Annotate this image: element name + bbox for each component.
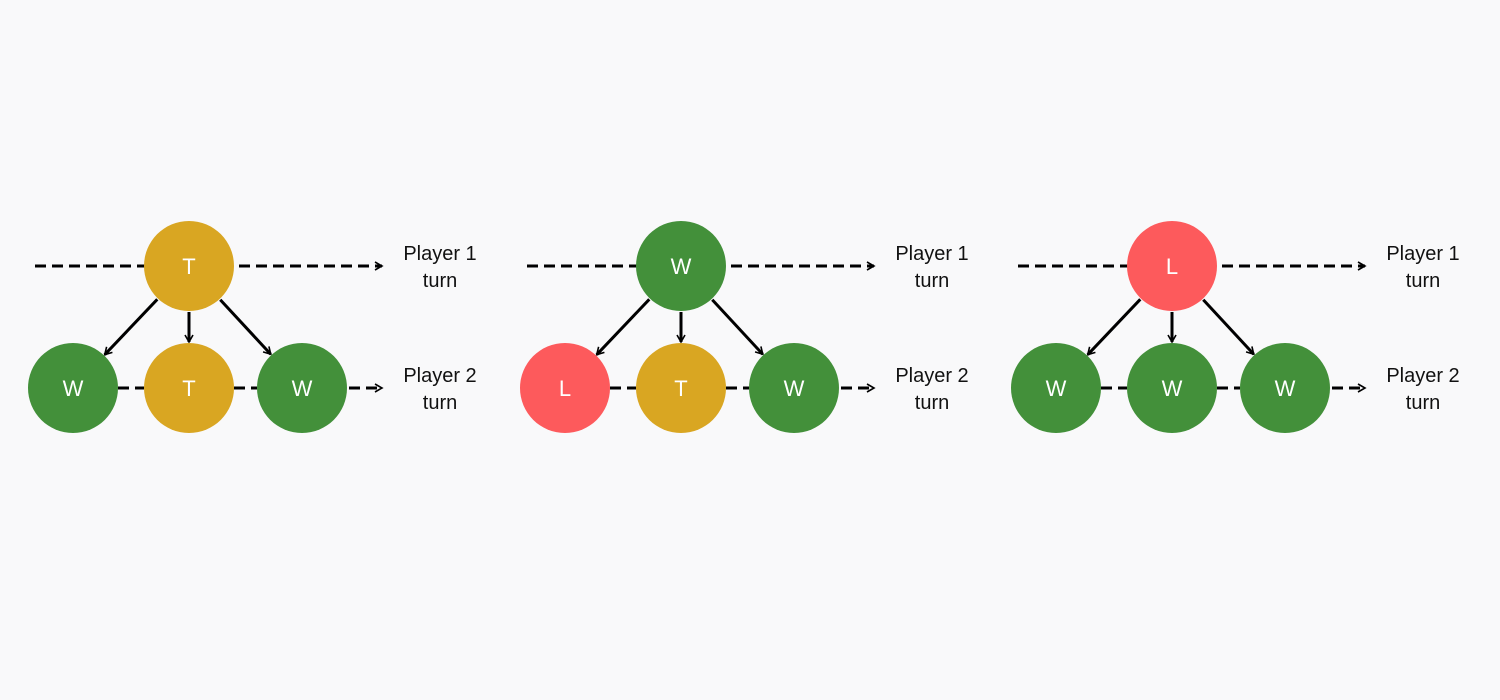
child-node-right-win-circle <box>1240 343 1330 433</box>
player1-turn-label-line1: Player 1 <box>1386 243 1459 265</box>
child-node-right-win-circle <box>749 343 839 433</box>
root-node-tie-circle <box>144 221 234 311</box>
child-node-right-win-circle <box>257 343 347 433</box>
move-arrow-left <box>103 298 159 356</box>
child-node-middle-tie-label: T <box>182 376 195 401</box>
player2-turn-label-line2: turn <box>915 392 949 414</box>
child-node-middle-tie-circle <box>636 343 726 433</box>
player2-turn-label: Player 2 turn <box>403 365 476 414</box>
move-arrow-left <box>595 298 651 356</box>
root-node-win-circle <box>636 221 726 311</box>
child-node-middle-win: W <box>1127 343 1217 433</box>
player1-turn-label-line2: turn <box>423 270 457 292</box>
player1-turn-label-line2: turn <box>915 270 949 292</box>
player2-turn-label-line2: turn <box>1406 392 1440 414</box>
player2-turn-label-line1: Player 2 <box>895 365 968 387</box>
child-node-middle-win-label: W <box>1162 376 1183 401</box>
player2-turn-label-line1: Player 2 <box>1386 365 1459 387</box>
child-node-left-win: W <box>28 343 118 433</box>
child-node-middle-tie: T <box>636 343 726 433</box>
player2-turn-label: Player 2 turn <box>895 365 968 414</box>
player1-turn-label: Player 1 turn <box>895 243 968 292</box>
move-arrow-right <box>711 298 764 356</box>
child-node-left-win-label: W <box>1046 376 1067 401</box>
child-node-right-win: W <box>749 343 839 433</box>
root-node-tie-label: T <box>182 254 195 279</box>
child-node-right-win-label: W <box>1275 376 1296 401</box>
player2-turn-label: Player 2 turn <box>1386 365 1459 414</box>
root-node-tie: T <box>144 221 234 311</box>
root-node-win-label: W <box>671 254 692 279</box>
child-node-left-loss: L <box>520 343 610 433</box>
move-arrow-right <box>1202 298 1255 356</box>
player1-turn-label: Player 1 turn <box>1386 243 1459 292</box>
child-node-middle-tie: T <box>144 343 234 433</box>
root-node-win: W <box>636 221 726 311</box>
root-node-loss: L <box>1127 221 1217 311</box>
player1-turn-label-line1: Player 1 <box>403 243 476 265</box>
child-node-left-win-circle <box>1011 343 1101 433</box>
child-node-left-loss-label: L <box>559 376 571 401</box>
child-node-middle-win-circle <box>1127 343 1217 433</box>
child-node-right-win: W <box>1240 343 1330 433</box>
child-node-left-win-label: W <box>63 376 84 401</box>
player2-turn-label-line1: Player 2 <box>403 365 476 387</box>
child-node-right-win: W <box>257 343 347 433</box>
root-node-loss-circle <box>1127 221 1217 311</box>
child-node-left-win-circle <box>28 343 118 433</box>
root-node-loss-label: L <box>1166 254 1178 279</box>
child-node-left-loss-circle <box>520 343 610 433</box>
child-node-middle-tie-label: T <box>674 376 687 401</box>
player2-turn-label-line2: turn <box>423 392 457 414</box>
player1-turn-label: Player 1 turn <box>403 243 476 292</box>
player1-turn-label-line2: turn <box>1406 270 1440 292</box>
child-node-right-win-label: W <box>292 376 313 401</box>
move-arrow-right <box>219 298 272 356</box>
move-arrow-left <box>1086 298 1142 356</box>
child-node-middle-tie-circle <box>144 343 234 433</box>
child-node-right-win-label: W <box>784 376 805 401</box>
child-node-left-win: W <box>1011 343 1101 433</box>
player1-turn-label-line1: Player 1 <box>895 243 968 265</box>
